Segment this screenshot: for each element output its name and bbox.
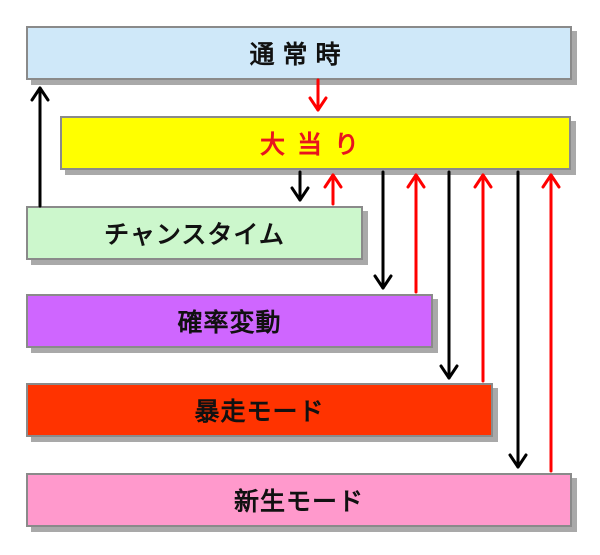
arrow-jackpot-to-chance [290,170,310,202]
arrow-bousou-to-jackpot [473,173,493,383]
state-shinsei-mode: 新生モード [26,473,572,527]
state-normal-label: 通常時 [249,40,349,69]
state-kakuhen: 確率変動 [26,294,433,348]
state-bousou-mode: 暴走モード [26,383,493,437]
state-normal: 通常時 [26,26,572,80]
arrow-kakuhen-to-jackpot [406,173,426,294]
state-jackpot: 大当り [60,116,571,170]
state-chance-time: チャンスタイム [26,206,363,260]
arrow-jackpot-to-shinsei [508,170,528,469]
arrow-normal-to-jackpot [308,78,328,112]
state-shinsei-mode-label: 新生モード [233,487,364,516]
arrow-chance-to-jackpot [323,173,343,206]
state-bousou-mode-label: 暴走モード [194,397,325,426]
arrow-jackpot-to-kakuhen [373,170,393,290]
state-kakuhen-label: 確率変動 [177,308,282,337]
state-chance-time-label: チャンスタイム [104,220,285,249]
arrow-jackpot-to-bousou [439,170,459,380]
arrow-chance-to-normal [30,86,50,208]
state-jackpot-label: 大当り [259,130,371,159]
arrow-shinsei-to-jackpot [541,173,561,473]
